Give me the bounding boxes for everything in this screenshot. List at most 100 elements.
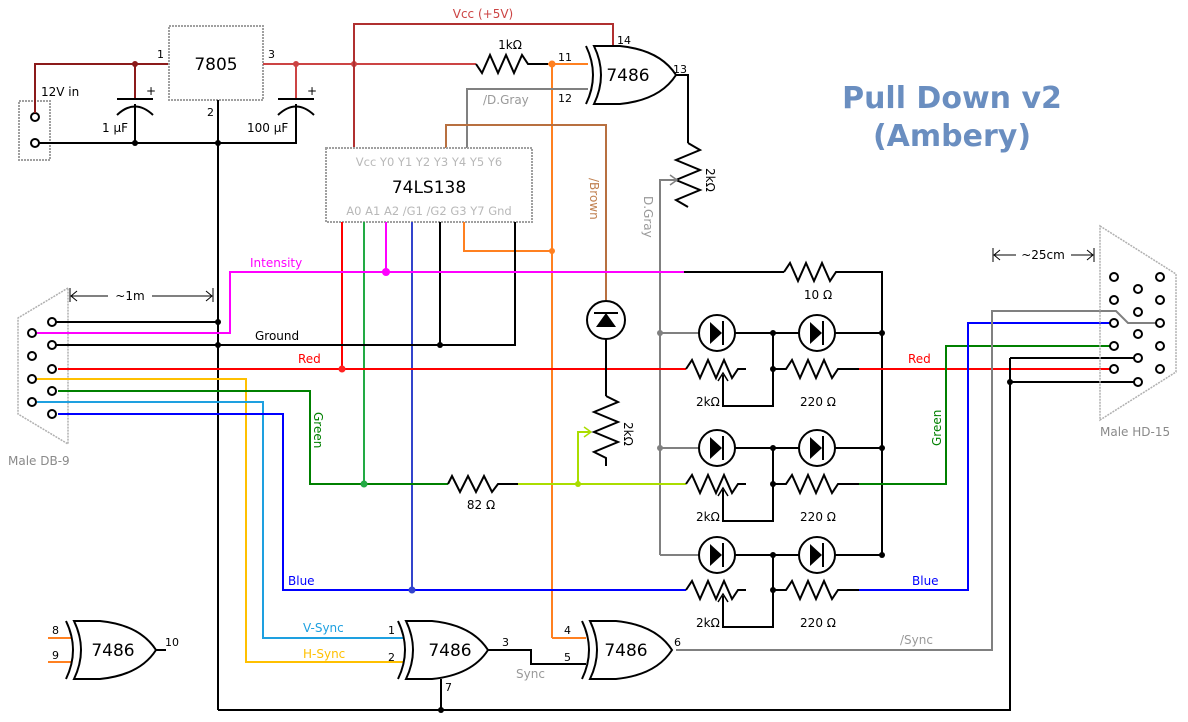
power-supply: 12V in + 1 µF 7805 1 3 2 xyxy=(18,7,614,710)
svg-text:D.Gray: D.Gray xyxy=(641,196,655,238)
resistor-220-green xyxy=(773,472,859,496)
label-hsync: H-Sync xyxy=(303,647,345,661)
resistor-82: 82 Ω xyxy=(447,473,518,512)
label-ground: Ground xyxy=(255,329,299,343)
diode-red-2 xyxy=(798,314,836,352)
svg-text:2: 2 xyxy=(388,651,395,664)
svg-text:Vcc Y0 Y1 Y2 Y3 Y4 Y5 Y6: Vcc Y0 Y1 Y2 Y3 Y4 Y5 Y6 xyxy=(356,155,503,169)
cap2-value: 100 µF xyxy=(247,121,288,135)
svg-text:1: 1 xyxy=(388,624,395,637)
junction xyxy=(132,61,138,67)
svg-text:+: + xyxy=(146,84,156,98)
wire-brown xyxy=(445,124,607,300)
xor-gate-invert: 7486 4 5 6 xyxy=(564,620,681,680)
label-red-left: Red xyxy=(298,352,321,366)
resistor-10: 10 Ω xyxy=(783,260,883,555)
wire-ground-bottom xyxy=(218,381,1135,711)
regulator-label: 7805 xyxy=(194,55,237,75)
distance-1m: ~1m xyxy=(69,288,214,303)
capacitor-1uf: + 1 µF xyxy=(102,84,156,143)
svg-text:6: 6 xyxy=(674,636,681,649)
wire-12v xyxy=(34,63,168,113)
xor-gate-top: 7486 11 12 14 13 xyxy=(558,34,687,105)
svg-text:11: 11 xyxy=(558,51,572,64)
power-terminal-positive xyxy=(30,112,40,122)
svg-text:3: 3 xyxy=(502,636,509,649)
resistor-1k: 1kΩ xyxy=(475,38,548,76)
svg-text:+: + xyxy=(307,84,317,98)
svg-text:A0 A1 A2 /G1 /G2 G3 Y7 Gnd: A0 A1 A2 /G1 /G2 G3 Y7 Gnd xyxy=(346,204,511,218)
resistor-220-value: 220 Ω xyxy=(800,616,836,630)
svg-text:1: 1 xyxy=(157,48,164,61)
diode-green-1 xyxy=(698,429,736,467)
svg-text:2kΩ: 2kΩ xyxy=(621,422,635,446)
wire-ndgray xyxy=(466,88,588,148)
label-green-left: Green xyxy=(311,412,325,448)
wire-vsync xyxy=(37,401,404,639)
pot-value: 2kΩ xyxy=(696,616,720,630)
db9-label: Male DB-9 xyxy=(8,454,70,468)
pot-red xyxy=(685,357,746,381)
label-blue-right: Blue xyxy=(912,574,939,588)
resistor-220-red xyxy=(773,357,859,381)
svg-text:~1m: ~1m xyxy=(115,289,144,303)
svg-text:13: 13 xyxy=(673,63,687,76)
svg-text:10 Ω: 10 Ω xyxy=(804,288,832,302)
xor-gate-sync: 7486 1 2 3 7 xyxy=(388,620,509,710)
resistor-220-blue xyxy=(773,578,859,602)
wire-blue xyxy=(58,413,684,591)
wire-intensity xyxy=(37,271,684,334)
resistor-220-value: 220 Ω xyxy=(800,510,836,524)
label-blue-left: Blue xyxy=(288,574,315,588)
wire-hsync xyxy=(37,378,404,663)
svg-text:7486: 7486 xyxy=(604,641,647,661)
wire-green xyxy=(58,390,448,485)
title-line2: (Ambery) xyxy=(873,119,1031,154)
wire-nsync xyxy=(676,310,1158,651)
label-red-right: Red xyxy=(908,352,931,366)
svg-text:7: 7 xyxy=(445,681,452,694)
pot-value: 2kΩ xyxy=(696,395,720,409)
capacitor-100uf: + 100 µF xyxy=(247,84,317,135)
label-vsync: V-Sync xyxy=(303,621,344,635)
svg-text:14: 14 xyxy=(617,34,631,47)
vcc-label: Vcc (+5V) xyxy=(453,7,513,21)
svg-text:82 Ω: 82 Ω xyxy=(467,498,495,512)
hd15-connector: Male HD-15 xyxy=(1099,224,1177,439)
svg-text:7486: 7486 xyxy=(428,641,471,661)
svg-text:8: 8 xyxy=(52,624,59,637)
svg-text:74LS138: 74LS138 xyxy=(392,178,466,198)
wire-blue-out xyxy=(859,322,1118,591)
wire-ground-power xyxy=(39,104,297,144)
diode-blue-2 xyxy=(798,536,836,574)
hd15-label: Male HD-15 xyxy=(1100,425,1170,439)
svg-text:5: 5 xyxy=(564,651,571,664)
led-indicator xyxy=(586,300,626,340)
svg-text:10: 10 xyxy=(165,636,179,649)
regulator-7805 xyxy=(168,25,264,101)
wire-vcc-loop xyxy=(353,23,614,148)
label-green-right: Green xyxy=(930,410,944,446)
resistor-220-value: 220 Ω xyxy=(800,395,836,409)
pot-green xyxy=(685,472,746,496)
power-input-label: 12V in xyxy=(41,85,79,99)
pot-top-2k: 2kΩ xyxy=(673,142,717,208)
distance-25cm: ~25cm xyxy=(992,248,1095,262)
svg-text:1kΩ: 1kΩ xyxy=(498,38,522,52)
pot-blue xyxy=(685,578,746,602)
diode-green-2 xyxy=(798,429,836,467)
power-terminal-negative xyxy=(30,138,40,148)
svg-text:/D.Gray: /D.Gray xyxy=(483,93,529,107)
diode-red-1 xyxy=(698,314,736,352)
wire-green-out xyxy=(859,345,1118,485)
title-line1: Pull Down v2 xyxy=(842,81,1062,116)
db9-pins xyxy=(27,317,57,419)
svg-text:2kΩ: 2kΩ xyxy=(703,168,717,192)
channel-stage-blue: 2kΩ 220 Ω xyxy=(660,536,885,630)
svg-text:9: 9 xyxy=(52,649,59,662)
wire-dgray xyxy=(659,179,676,555)
svg-text:12: 12 xyxy=(558,92,572,105)
label-intensity: Intensity xyxy=(250,256,302,270)
decoder-74ls138: Vcc Y0 Y1 Y2 Y3 Y4 Y5 Y6 74LS138 A0 A1 A… xyxy=(325,147,533,223)
